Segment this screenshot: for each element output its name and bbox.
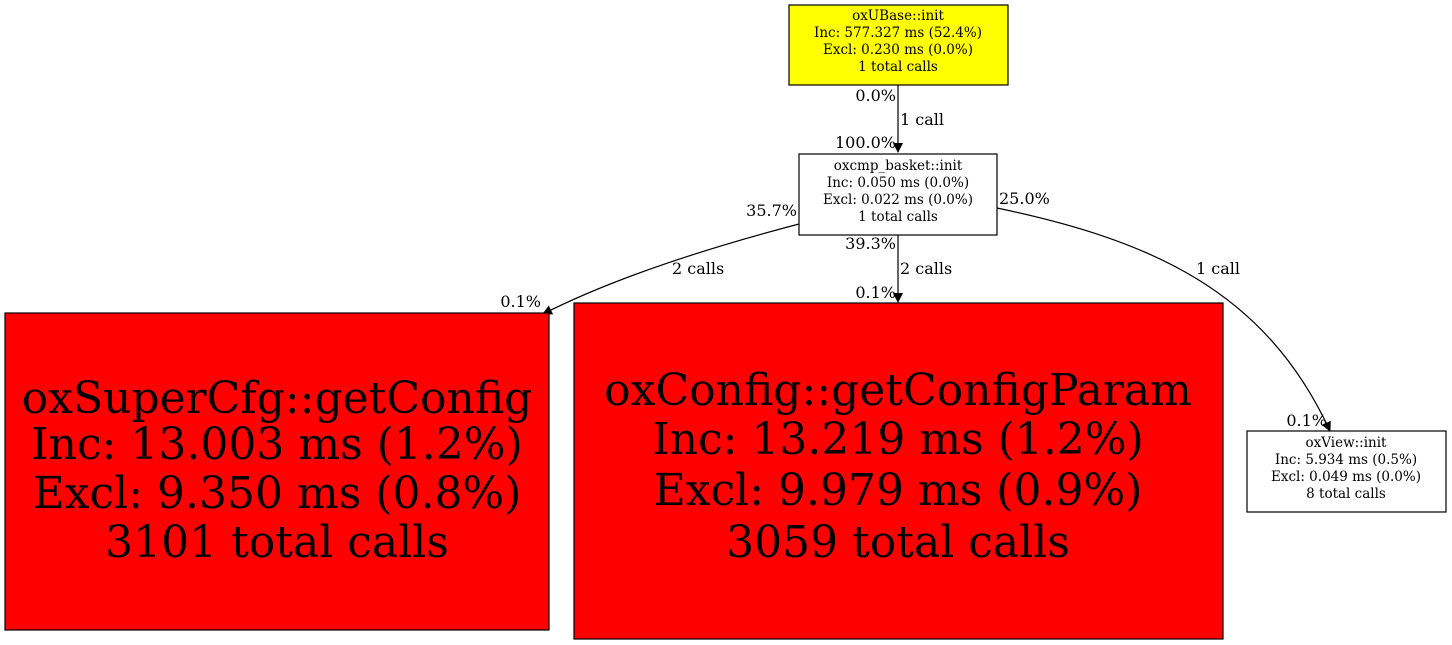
node-box <box>573 302 1224 640</box>
node-excl: Excl: 0.230 ms (0.0%) <box>823 42 973 58</box>
edge-basket-supercfg: 35.7% 2 calls 0.1% <box>500 201 800 315</box>
node-calls: 1 total calls <box>858 209 938 225</box>
node-calls: 8 total calls <box>1306 486 1386 502</box>
edge-tail-label: 25.0% <box>999 189 1050 208</box>
node-oxconfig-getconfigparam[interactable]: oxConfig::getConfigParam Inc: 13.219 ms … <box>573 302 1224 640</box>
edge-basket-view: 25.0% 1 call 0.1% <box>996 189 1331 432</box>
node-excl: Excl: 9.979 ms (0.9%) <box>654 465 1143 516</box>
edge-tail-label: 39.3% <box>845 234 896 253</box>
node-box <box>788 4 1009 86</box>
edge-line <box>542 223 800 315</box>
node-inc: Inc: 0.050 ms (0.0%) <box>827 175 969 191</box>
edge-label: 1 call <box>900 110 944 129</box>
node-inc: Inc: 13.219 ms (1.2%) <box>652 414 1144 465</box>
node-oxview-init[interactable]: oxView::init Inc: 5.934 ms (0.5%) Excl: … <box>1246 430 1447 513</box>
edge-head-label: 0.1% <box>500 292 541 311</box>
node-inc: Inc: 5.934 ms (0.5%) <box>1275 452 1417 468</box>
node-calls: 3059 total calls <box>726 517 1070 568</box>
node-calls: 1 total calls <box>858 59 938 75</box>
node-title: oxSuperCfg::getConfig <box>22 373 533 424</box>
edge-tail-label: 35.7% <box>746 201 797 220</box>
node-title: oxConfig::getConfigParam <box>604 365 1192 416</box>
node-oxcmp-basket-init[interactable]: oxcmp_basket::init Inc: 0.050 ms (0.0%) … <box>798 153 998 236</box>
edge-head-label: 0.1% <box>1286 411 1327 430</box>
edge-label: 1 call <box>1196 259 1240 278</box>
node-excl: Excl: 0.022 ms (0.0%) <box>823 192 973 208</box>
edge-line <box>996 207 1331 432</box>
edge-head-label: 0.1% <box>855 283 896 302</box>
node-inc: Inc: 13.003 ms (1.2%) <box>31 419 523 470</box>
edge-ubase-basket: 0.0% 1 call 100.0% <box>835 85 944 153</box>
node-box <box>4 312 550 631</box>
node-oxubase-init[interactable]: oxUBase::init Inc: 577.327 ms (52.4%) Ex… <box>788 4 1009 86</box>
edge-head-label: 100.0% <box>835 133 896 152</box>
node-excl: Excl: 9.350 ms (0.8%) <box>33 468 522 519</box>
node-calls: 3101 total calls <box>105 517 449 568</box>
node-excl: Excl: 0.049 ms (0.0%) <box>1271 469 1421 485</box>
edge-label: 2 calls <box>672 259 724 278</box>
node-title: oxcmp_basket::init <box>834 158 963 174</box>
node-inc: Inc: 577.327 ms (52.4%) <box>814 25 982 41</box>
node-title: oxUBase::init <box>852 8 944 24</box>
node-oxsupercfg-getconfig[interactable]: oxSuperCfg::getConfig Inc: 13.003 ms (1.… <box>4 312 550 631</box>
node-box <box>798 153 998 236</box>
edge-tail-label: 0.0% <box>855 86 896 105</box>
node-box <box>1246 430 1447 513</box>
edge-label: 2 calls <box>900 259 952 278</box>
node-title: oxView::init <box>1306 435 1388 451</box>
edge-basket-configparam: 39.3% 2 calls 0.1% <box>845 234 952 303</box>
